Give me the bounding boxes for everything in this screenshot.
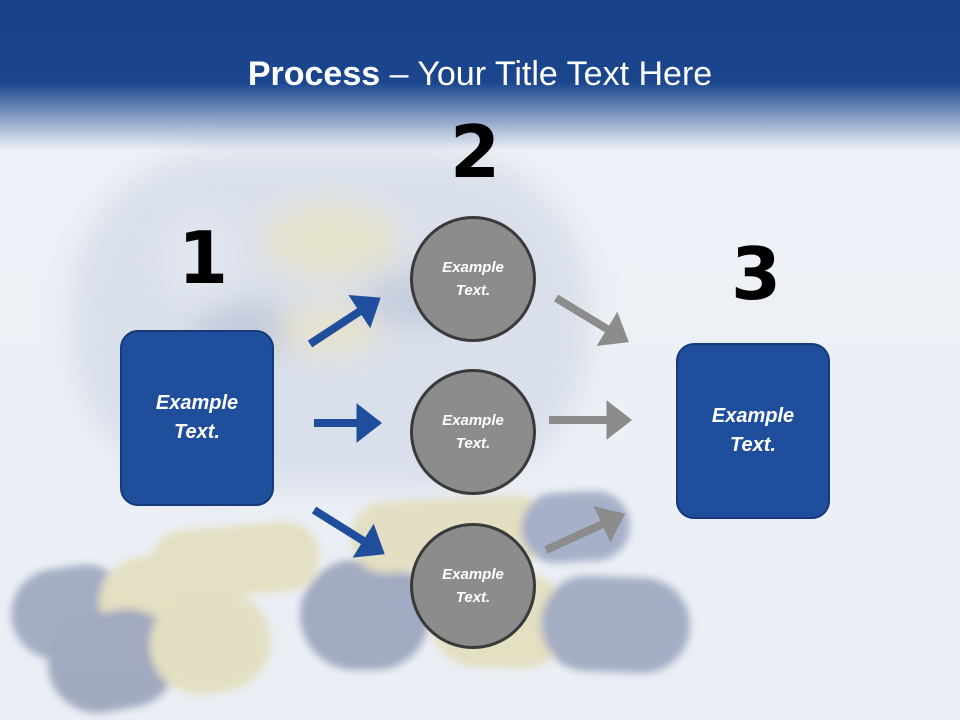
- step-2-circle-text: Example Text.: [442, 259, 504, 299]
- step-number-2: 2: [450, 110, 501, 194]
- arrow-icon: [311, 506, 385, 558]
- step-number-3: 3: [731, 232, 782, 316]
- step-2-circle-text: Example Text.: [442, 566, 504, 606]
- arrow-icon: [307, 294, 381, 348]
- title-rest: – Your Title Text Here: [380, 55, 713, 93]
- arrow-icon: [544, 506, 626, 554]
- step-2-circle-middle: Example Text.: [410, 369, 536, 495]
- step-3-box: Example Text.: [676, 343, 830, 519]
- step-3-text: Example Text.: [711, 405, 795, 456]
- step-2-circle-top: Example Text.: [410, 216, 536, 342]
- step-1-text: Example Text.: [155, 392, 239, 443]
- title-bold: Process: [247, 55, 381, 93]
- slide-title: Process – Your Title Text Here: [0, 52, 960, 96]
- step-1-box: Example Text.: [120, 330, 274, 506]
- arrow-icon: [553, 294, 629, 346]
- step-2-circle-bottom: Example Text.: [410, 523, 536, 649]
- step-number-1: 1: [178, 216, 229, 300]
- header-band: [0, 0, 960, 150]
- step-2-circle-text: Example Text.: [442, 412, 504, 452]
